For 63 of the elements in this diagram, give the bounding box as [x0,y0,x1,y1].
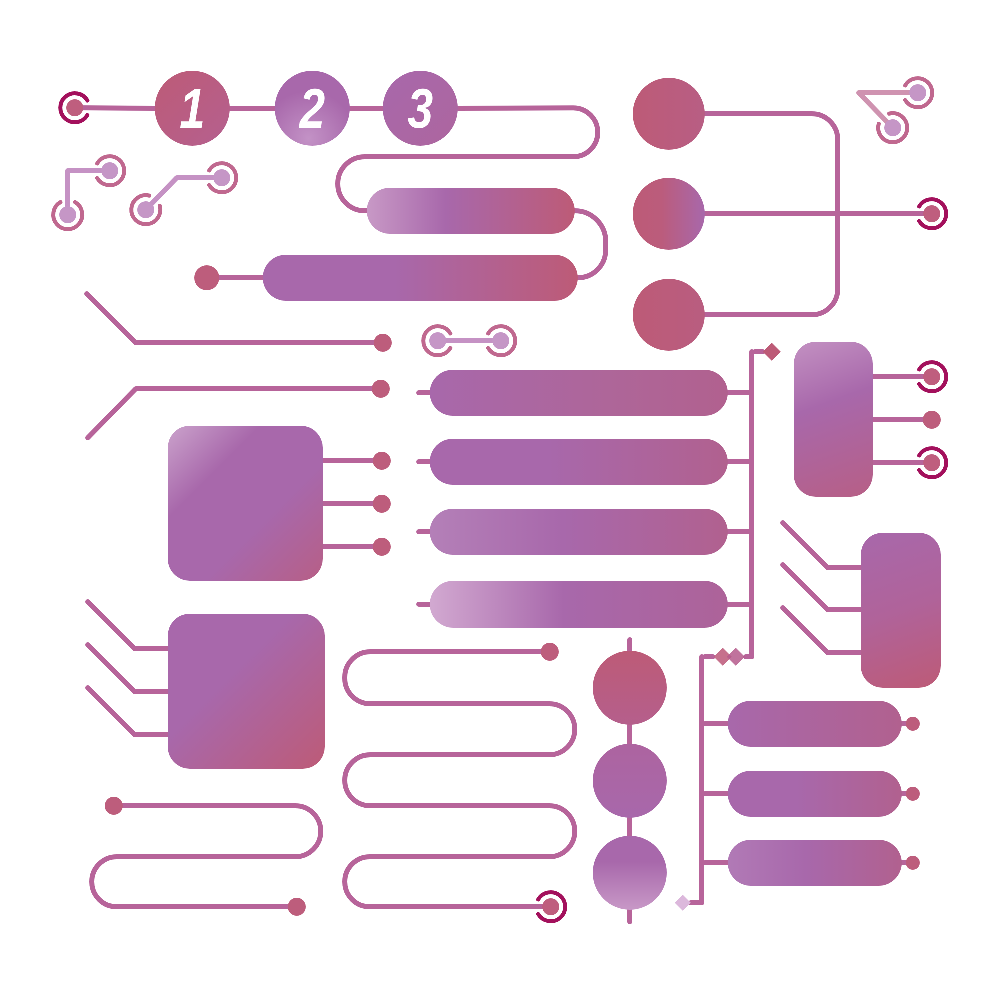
connector-line [416,460,432,464]
connector-line [348,106,386,111]
connector-line [900,787,920,801]
connector-line [702,654,716,660]
connector-line [870,446,948,480]
bus-line [749,349,755,660]
step-number: 2 [300,80,326,136]
capsule-bar [430,439,728,485]
connector-line [336,106,600,214]
connector-line [628,816,632,838]
bus-line [699,654,705,906]
capsule-bar [263,255,578,301]
rounded-block [168,614,325,769]
connector-line [702,112,840,318]
connector-line [572,208,608,280]
connector-line [702,198,948,230]
connector-line [780,520,864,570]
connector-line [780,562,864,612]
connector-line [726,530,752,534]
rounded-block [794,342,873,497]
rounded-block [861,533,941,688]
connector-line [628,908,632,924]
capsule-bar [728,840,902,886]
connector-line [688,900,702,906]
connector-line [726,390,752,396]
connector-line [228,106,278,111]
connector-line [900,717,920,731]
diamond-marker [763,343,781,361]
diamond-marker [713,648,746,666]
connector-line [320,495,391,513]
connector-line [58,92,158,124]
rounded-block [168,426,323,581]
connector-line [900,856,920,870]
connector-line [416,530,432,534]
connector-line [702,860,730,866]
connector-line [86,642,170,694]
connector-line [702,792,730,796]
capsule-bar [430,509,728,555]
step-number: 3 [408,80,434,136]
connector-line [86,686,170,738]
capsule-bar [430,581,728,628]
connector-line [870,411,941,429]
connector-line [194,266,266,290]
connector-line [320,452,391,470]
connector-line [86,600,170,652]
connector-line [416,602,432,607]
connector-line [628,722,632,746]
capsule-bar [367,188,575,234]
capsule-bar [430,370,728,416]
connector-line [320,538,391,556]
connector-line [780,606,864,656]
capsule-bar [728,771,902,817]
connector-line [628,638,632,654]
connector-line [752,350,766,354]
connector-line [870,360,948,394]
capsule-bar [728,701,902,747]
step-number: 1 [180,80,206,136]
connector-line [416,390,432,396]
connector-line [726,602,752,607]
diamond-marker [675,895,691,911]
connector-line [726,460,752,464]
connector-line [744,654,752,660]
connector-line [702,722,730,726]
